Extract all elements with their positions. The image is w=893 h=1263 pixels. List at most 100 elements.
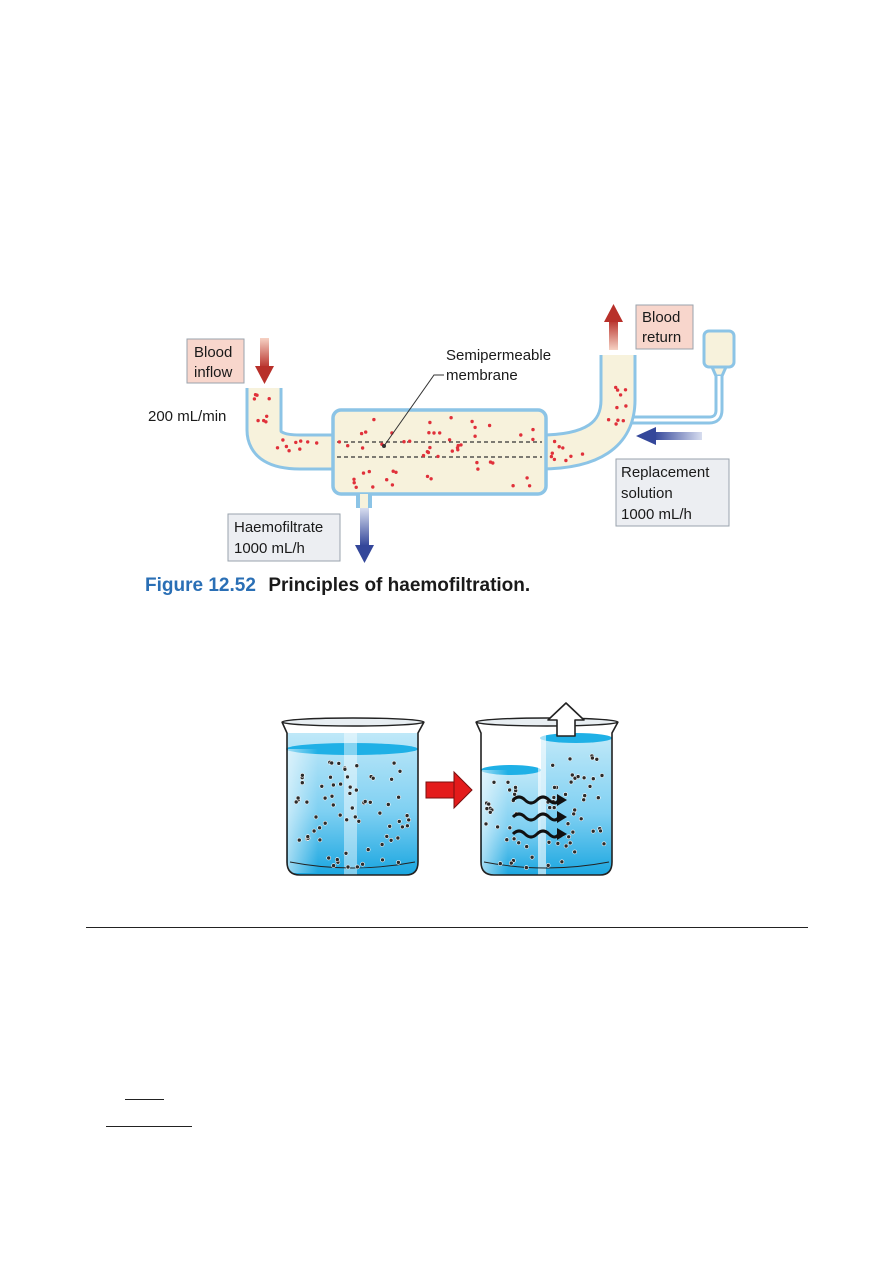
particle-dot — [495, 824, 500, 830]
blood-cell-dot — [615, 388, 620, 392]
blood-cell-dot — [262, 418, 266, 423]
particle-dot — [384, 834, 390, 839]
particle-dot — [380, 857, 385, 863]
particle-dot — [497, 861, 503, 866]
blood-cell-dot — [531, 427, 535, 432]
membrane-lines — [337, 441, 542, 458]
flow-rate-label: 200 mL/min — [148, 408, 226, 425]
blood-cell-dot — [299, 439, 303, 443]
haemofiltrate-arrow-icon — [360, 508, 369, 546]
blood-cell-dot — [436, 454, 440, 459]
haemofiltration-diagram: Blood inflow 200 mL/min Semipermeable me… — [145, 304, 736, 596]
blood-cell-dot — [473, 425, 477, 430]
particle-dot — [581, 775, 587, 781]
particle-dot — [354, 787, 359, 793]
particle-dot — [590, 755, 595, 761]
particle-dot — [400, 824, 405, 830]
particle-dot — [330, 802, 336, 808]
particle-dot — [524, 865, 529, 870]
blood-cell-dot — [459, 443, 463, 447]
particle-dot — [568, 779, 574, 785]
particle-dot — [508, 860, 514, 866]
blood-cell-dot — [428, 420, 432, 425]
blood-cell-dot — [470, 419, 474, 424]
particle-dot — [545, 863, 551, 868]
particle-dot — [572, 849, 578, 855]
particle-dot — [354, 763, 360, 769]
particle-dot — [513, 785, 518, 790]
particle-dot — [331, 863, 336, 868]
blood-cell-dot — [432, 431, 436, 435]
membrane-leader-dot — [382, 444, 386, 448]
particle-dot — [370, 775, 376, 781]
blood-cell-dot — [306, 440, 310, 444]
blood-cell-dot — [352, 477, 356, 481]
particle-dot — [590, 776, 596, 782]
blood-cell-dot — [552, 439, 557, 444]
blood-cell-dot — [624, 404, 628, 408]
horizontal-rule — [86, 927, 808, 928]
particle-dot — [379, 842, 385, 847]
blood-cell-dot — [531, 437, 535, 442]
particle-dot — [295, 795, 301, 801]
particle-dot — [569, 772, 575, 778]
blood-inflow-arrow-icon — [260, 338, 269, 368]
blood-cell-dot — [425, 474, 430, 479]
blood-inflow-label: Blood inflow — [194, 344, 237, 381]
blood-cell-dot — [623, 388, 628, 392]
particle-dot — [599, 773, 605, 778]
particle-dot — [507, 787, 512, 793]
blood-cell-dot — [385, 478, 389, 482]
replacement-bag-icon — [626, 329, 736, 425]
particle-dot — [404, 813, 410, 818]
particle-dot — [484, 806, 490, 811]
red-arrow-icon — [425, 770, 473, 810]
blood-cell-dot — [473, 434, 477, 438]
membrane-label: Semipermeable membrane — [446, 347, 555, 384]
particle-dot — [601, 841, 607, 847]
particle-dot — [505, 779, 511, 785]
blood-cell-dot — [352, 481, 356, 485]
haemofiltrate-label: Haemofiltrate 1000 mL/h — [234, 519, 327, 557]
filter-chamber — [331, 408, 548, 496]
blood-cell-dot — [267, 397, 271, 401]
blood-cell-dot — [552, 457, 557, 462]
particle-dot — [352, 814, 358, 820]
blood-cell-dot — [614, 385, 618, 390]
particle-dot — [491, 779, 497, 785]
particle-dot — [329, 760, 335, 766]
particle-dot — [349, 805, 355, 811]
blood-cell-dot — [391, 469, 395, 473]
blood-cell-dot — [429, 477, 433, 481]
blood-cell-dot — [408, 439, 412, 443]
figure-caption: Figure 12.52 Principles of haemofiltrati… — [145, 575, 530, 596]
particle-dot — [572, 807, 578, 813]
particle-dot — [365, 847, 371, 852]
beaker-illustration — [281, 702, 619, 876]
particle-dot — [347, 784, 353, 790]
blood-cell-dot — [281, 438, 285, 442]
blood-cell-dot — [476, 467, 480, 471]
particle-dot — [507, 825, 513, 831]
particle-dot — [594, 756, 600, 762]
particle-dot — [304, 799, 310, 805]
particle-dot — [566, 834, 572, 840]
particle-dot — [329, 793, 335, 799]
blood-cell-dot — [360, 446, 365, 450]
blood-cell-dot — [275, 446, 280, 450]
particle-dot — [582, 793, 588, 798]
particle-dot — [322, 795, 328, 801]
particle-dot — [293, 799, 299, 805]
particle-dot — [565, 821, 571, 827]
blood-cell-dot — [527, 484, 532, 488]
blood-cell-dot — [456, 448, 460, 452]
blood-cell-dot — [438, 431, 442, 435]
blood-cell-dot — [265, 414, 269, 418]
particle-dot — [546, 839, 552, 845]
particle-dot — [555, 841, 561, 846]
blood-cell-dot — [616, 418, 620, 422]
particle-dot — [551, 795, 557, 800]
blood-cell-dot — [361, 471, 366, 475]
particle-dot — [512, 791, 517, 797]
particle-dot — [300, 772, 305, 778]
